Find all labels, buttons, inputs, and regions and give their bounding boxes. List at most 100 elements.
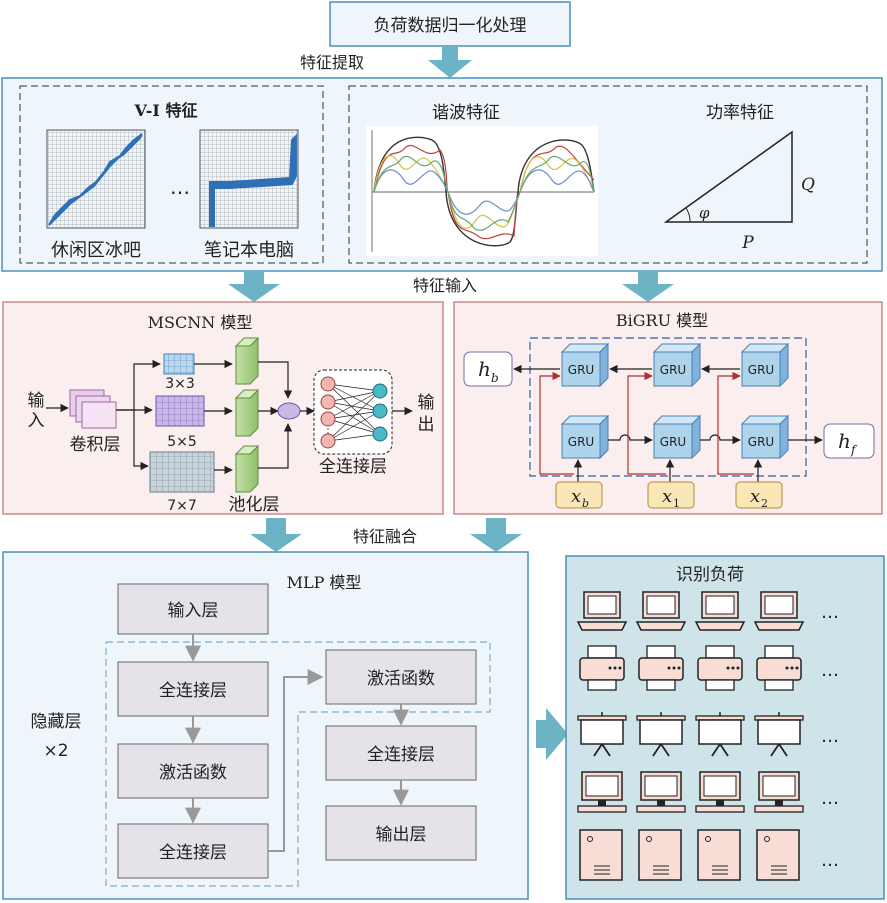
svg-text:GRU: GRU [748, 363, 774, 377]
svg-text:GRU: GRU [748, 435, 774, 449]
desktop-computer-icon [577, 771, 627, 813]
arrow-feature-extract: 特征提取 [300, 46, 472, 78]
vi-item2-label: 笔记本电脑 [204, 240, 294, 261]
conv-label: 卷积层 [70, 435, 121, 455]
bigru-dashed-frame [529, 337, 807, 477]
server-tower-icon [638, 829, 682, 881]
mscnn-input-label-2: 入 [28, 411, 45, 431]
concat-node [277, 402, 301, 420]
laptop-icon [694, 591, 746, 631]
desktop-computer-icon [636, 771, 686, 813]
x1-box: x 1 [647, 481, 695, 510]
mlp-fc1: 全连接层 [117, 661, 269, 717]
bigru-panel [453, 301, 883, 515]
svg-text:激活函数: 激活函数 [367, 669, 435, 689]
mscnn-output-label-1: 输 [418, 393, 435, 413]
svg-text:输入层: 输入层 [168, 601, 219, 621]
vi-group [19, 85, 324, 264]
vi-plot-1 [46, 129, 146, 229]
ellipsis-row5: … [821, 850, 839, 871]
kernel-7x7 [149, 451, 215, 493]
svg-text:f: f [850, 443, 858, 457]
projector-screen-icon [695, 712, 745, 757]
projector-screen-icon [636, 712, 686, 757]
kernel-7x7-label: 7×7 [167, 498, 197, 514]
gru-backward-1: GRU [560, 342, 610, 388]
server-tower-icon [579, 829, 623, 881]
projector-row: … [577, 712, 839, 757]
svg-text:x: x [662, 486, 672, 507]
harmonic-title: 谐波特征 [432, 103, 500, 123]
printer-row: … [579, 645, 839, 691]
x2-box: x 2 [735, 481, 783, 510]
arrow-feature-input: 特征输入 [228, 271, 674, 302]
fc-network [313, 369, 393, 455]
mlp-fc3: 全连接层 [325, 725, 477, 781]
vi-item1-label: 休闲区冰吧 [51, 240, 141, 261]
gru-forward-3: GRU [740, 414, 790, 460]
feature-fusion-label: 特征融合 [353, 527, 417, 546]
gru-backward-3: GRU [740, 342, 790, 388]
conv-stack [69, 389, 117, 429]
gru-forward-2: GRU [652, 414, 702, 460]
hb-box: h b [463, 351, 513, 387]
identify-title: 识别负荷 [676, 565, 744, 585]
svg-text:GRU: GRU [568, 435, 594, 449]
ellipsis-row2: … [821, 660, 839, 681]
svg-text:全连接层: 全连接层 [367, 745, 435, 765]
vi-plot-2 [199, 129, 299, 229]
ellipsis-row4: … [821, 788, 839, 809]
desktop-computer-icon [754, 771, 804, 813]
svg-text:2: 2 [761, 497, 768, 510]
printer-icon [756, 645, 802, 691]
printer-icon [697, 645, 743, 691]
svg-text:GRU: GRU [660, 363, 686, 377]
svg-text:b: b [582, 497, 589, 510]
gru-forward-1: GRU [560, 414, 610, 460]
power-p: P [741, 233, 754, 253]
kernel-5x5 [155, 395, 205, 427]
vi-title: V-I 特征 [134, 101, 198, 120]
power-phi: φ [699, 204, 710, 222]
svg-text:全连接层: 全连接层 [159, 681, 227, 701]
kernel-3x3 [163, 353, 195, 375]
feature-input-label: 特征输入 [413, 276, 477, 295]
mlp-output-layer: 输出层 [325, 805, 477, 861]
pool-label: 池化层 [229, 495, 280, 515]
laptop-icon [753, 591, 805, 631]
svg-text:h: h [838, 429, 851, 453]
mlp-title: MLP 模型 [287, 573, 362, 592]
kernel-3x3-label: 3×3 [165, 376, 195, 392]
hf-box: h f [823, 423, 875, 459]
hidden-dashed-frame [105, 641, 491, 887]
mlp-act1: 激活函数 [117, 743, 269, 799]
svg-text:GRU: GRU [568, 363, 594, 377]
mlp-fc2: 全连接层 [117, 823, 269, 879]
printer-icon [638, 645, 684, 691]
kernel-5x5-label: 5×5 [167, 434, 197, 450]
pool-blocks [234, 336, 260, 493]
arrow-to-identify [536, 708, 568, 760]
svg-text:GRU: GRU [660, 435, 686, 449]
svg-text:全连接层: 全连接层 [159, 843, 227, 863]
svg-text:h: h [478, 357, 491, 381]
svg-text:输出层: 输出层 [376, 825, 427, 845]
svg-text:x: x [750, 486, 760, 507]
ellipsis-row1: … [821, 602, 839, 623]
server-row: … [579, 829, 839, 881]
svg-text:1: 1 [673, 497, 680, 510]
hidden-label: 隐藏层 [31, 712, 82, 732]
harmonic-waveform [366, 126, 598, 256]
svg-text:x: x [571, 486, 581, 507]
printer-icon [579, 645, 625, 691]
server-tower-icon [697, 829, 741, 881]
desktop-computer-icon [695, 771, 745, 813]
hidden-times: ×2 [43, 741, 68, 761]
projector-screen-icon [577, 712, 627, 757]
laptop-row: … [576, 591, 839, 631]
svg-text:激活函数: 激活函数 [159, 763, 227, 783]
xb-box: x b [555, 481, 603, 510]
mscnn-input-label-1: 输 [28, 391, 45, 411]
